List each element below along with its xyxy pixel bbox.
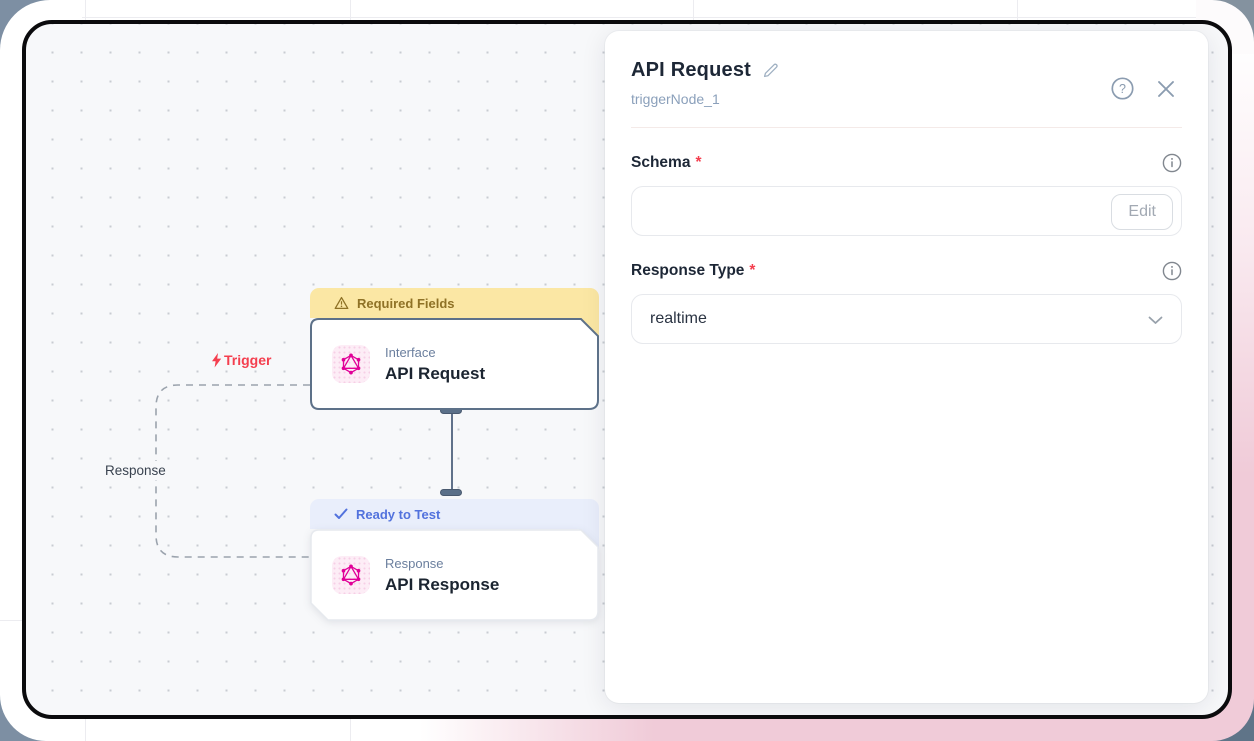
help-icon: ? (1111, 77, 1134, 100)
response-type-select[interactable]: realtime (631, 294, 1182, 344)
node-title: API Response (385, 574, 500, 594)
response-type-field-label: Response Type* (631, 262, 756, 279)
panel-title: API Request (631, 59, 752, 81)
required-asterisk: * (695, 154, 702, 171)
node-category: Response (385, 555, 444, 571)
close-panel-button[interactable] (1156, 79, 1176, 99)
response-edge-label: Response (100, 461, 171, 480)
node-api-response[interactable]: Ready to Test (310, 499, 599, 621)
node-icon-tile (332, 345, 370, 383)
help-button[interactable]: ? (1111, 77, 1134, 100)
banner-text: Required Fields (357, 295, 455, 311)
info-icon (1162, 153, 1182, 173)
info-icon (1162, 261, 1182, 281)
svg-text:?: ? (1119, 82, 1126, 96)
node-card[interactable]: Interface API Request (310, 318, 599, 410)
trigger-edge-label: Trigger (210, 352, 271, 368)
graphql-icon (341, 564, 361, 586)
background-grid-line (0, 17, 1254, 18)
schema-field-label: Schema* (631, 154, 702, 171)
response-type-value: realtime (650, 310, 707, 327)
check-icon (334, 508, 348, 519)
workflow-canvas[interactable]: Trigger Response Required Fields (22, 20, 1232, 719)
required-fields-banner: Required Fields (310, 288, 599, 318)
schema-info-button[interactable] (1162, 153, 1182, 173)
graphql-icon (341, 353, 361, 375)
panel-divider (631, 127, 1182, 128)
node-title: API Request (385, 363, 486, 383)
response-type-info-button[interactable] (1162, 261, 1182, 281)
banner-text: Ready to Test (356, 506, 441, 522)
node-card-outline (310, 318, 599, 410)
trigger-label-text: Trigger (224, 352, 272, 368)
node-connector-edge (451, 414, 453, 492)
rename-node-button[interactable] (761, 61, 780, 80)
required-asterisk: * (749, 262, 756, 279)
pencil-icon (763, 63, 778, 78)
node-category: Interface (385, 344, 436, 360)
target-handle[interactable] (440, 489, 462, 496)
schema-value-box[interactable]: Edit (631, 186, 1182, 236)
chevron-down-icon (1148, 316, 1163, 324)
edit-schema-button[interactable]: Edit (1111, 194, 1173, 230)
node-card[interactable]: Response API Response (310, 529, 599, 621)
node-icon-tile (332, 556, 370, 594)
node-card-outline (310, 529, 599, 621)
ready-to-test-banner: Ready to Test (310, 499, 599, 529)
node-api-request[interactable]: Required Fields (310, 288, 599, 410)
lightning-icon (212, 352, 222, 367)
node-properties-panel: API Request triggerNode_1 ? (605, 31, 1208, 703)
warning-icon (334, 296, 349, 310)
pink-wash-right (1230, 40, 1254, 741)
close-icon (1158, 80, 1174, 97)
node-id-label: triggerNode_1 (631, 91, 720, 107)
